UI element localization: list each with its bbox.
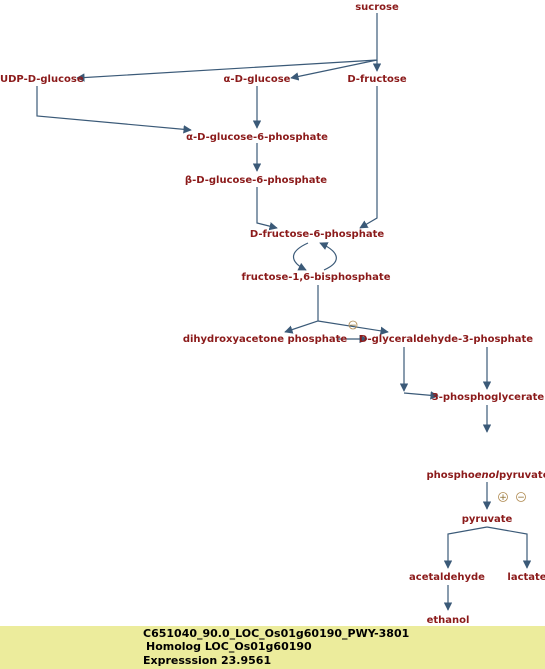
node-lactate[interactable]: lactate — [507, 572, 545, 583]
edge-f16bp-to-g3p — [317, 320, 389, 335]
minus-sign-circle-b — [516, 492, 526, 502]
plus-sign[interactable]: + — [499, 493, 507, 503]
edge-udp-glucose-to-alpha-g6p — [36, 86, 192, 134]
node-beta-g6p[interactable]: β-D-glucose-6-phosphate — [185, 175, 327, 186]
edge-fructose-to-f6p — [359, 86, 378, 229]
node-acetaldehyde[interactable]: acetaldehyde — [409, 572, 485, 583]
minus-sign-b[interactable]: − — [517, 493, 525, 503]
edge-pyruvate-to-lactate — [486, 526, 532, 569]
node-pep[interactable]: phosphoenolpyruvate — [426, 470, 545, 481]
edge-f6p-to-f16bp — [292, 242, 309, 271]
node-pep-prefix: phospho — [426, 470, 474, 481]
node-sucrose[interactable]: sucrose — [355, 2, 399, 13]
node-pep-suffix: pyruvate — [499, 470, 545, 481]
node-dhap[interactable]: dihydroxyacetone phosphate — [183, 334, 348, 345]
info-homolog: Homolog LOC_Os01g60190 — [146, 640, 312, 653]
minus-sign-a[interactable]: − — [349, 321, 357, 331]
node-pep-enol: enol — [475, 470, 500, 481]
edge-pyruvate-to-acetaldehyde — [443, 526, 488, 569]
node-fructose[interactable]: D-fructose — [347, 74, 407, 85]
node-f16bp[interactable]: fructose-1,6-bisphosphate — [242, 272, 391, 283]
node-alpha-g6p[interactable]: α-D-glucose-6-phosphate — [186, 132, 328, 143]
info-panel: C651040_90.0_LOC_Os01g60190_PWY-3801 Hom… — [0, 626, 545, 669]
node-f6p[interactable]: D-fructose-6-phosphate — [250, 229, 385, 240]
pathway-diagram: sucrose UDP-D-glucose α-D-glucose D-fruc… — [0, 2, 545, 626]
node-alpha-glucose[interactable]: α-D-glucose — [224, 74, 291, 85]
edge-sucrose-to-udp-glucose — [76, 13, 378, 82]
info-gene-id: C651040_90.0_LOC_Os01g60190_PWY-3801 — [143, 627, 410, 640]
edge-f16bp-to-dhap — [284, 285, 319, 334]
minus-sign-circle-a — [348, 320, 358, 330]
node-ethanol[interactable]: ethanol — [427, 615, 470, 626]
plus-sign-circle — [498, 492, 508, 502]
info-expression: Expresssion 23.9561 — [143, 654, 272, 667]
node-pyruvate[interactable]: pyruvate — [462, 514, 513, 525]
edge-sucrose-to-alpha-glucose — [290, 59, 378, 81]
edge-g3p-to-3pg-left-join — [403, 391, 439, 400]
edge-beta-g6p-to-f6p — [256, 187, 278, 231]
node-udp-glucose[interactable]: UDP-D-glucose — [0, 74, 84, 85]
edge-group — [36, 13, 532, 611]
edge-f16bp-to-f6p — [319, 242, 337, 271]
node-3pg[interactable]: 3-phosphoglycerate — [432, 392, 545, 403]
node-g3p[interactable]: D-glyceraldehyde-3-phosphate — [359, 334, 533, 345]
